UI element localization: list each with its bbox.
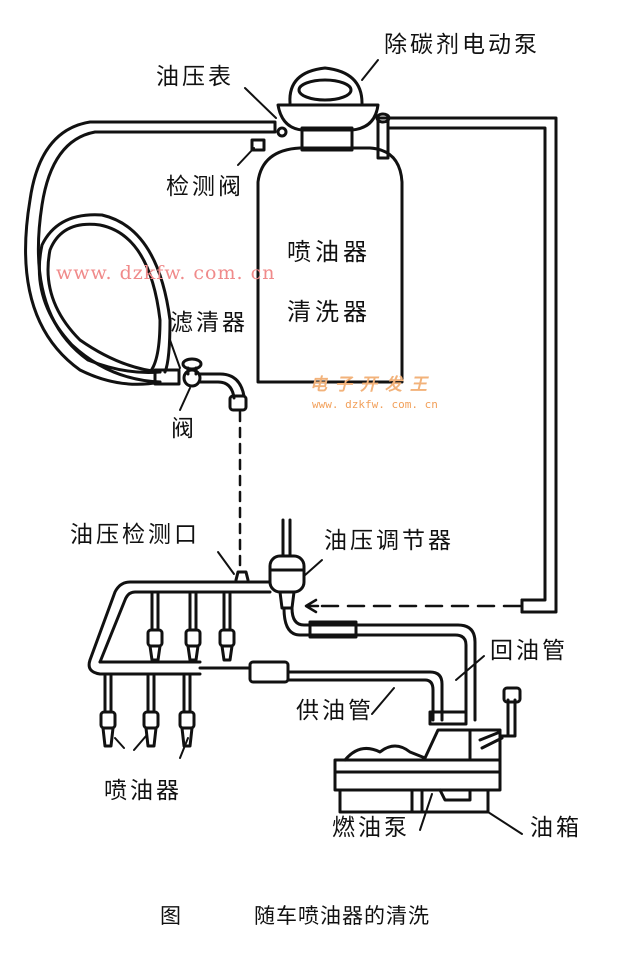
watermark-url-small: www. dzkfw. com. cn <box>312 398 438 411</box>
label-check-valve: 检测阀 <box>166 174 244 200</box>
label-injectors: 喷油器 <box>104 778 182 804</box>
return-pipe-upper <box>386 116 558 614</box>
leader-lines <box>114 59 523 835</box>
return-line <box>282 606 477 722</box>
injector <box>142 674 160 748</box>
injector <box>218 592 236 662</box>
label-valve: 阀 <box>171 416 197 442</box>
fuel-tank <box>333 744 502 814</box>
fuel-rail <box>87 570 272 676</box>
pressure-gauge <box>256 120 288 138</box>
fuel-pump <box>423 686 522 802</box>
pressure-regulator <box>268 518 306 610</box>
label-pump: 除碳剂电动泵 <box>384 32 540 58</box>
supply-line <box>198 660 468 726</box>
injectors-lower <box>99 674 196 748</box>
valve <box>181 357 203 388</box>
label-supply-line: 供油管 <box>296 698 374 724</box>
figure-prefix: 图 <box>160 904 181 928</box>
label-filter: 滤清器 <box>170 310 248 336</box>
label-test-port: 油压检测口 <box>70 522 200 548</box>
cleaner-hose <box>24 120 260 386</box>
label-fuel-pump: 燃油泵 <box>332 815 410 841</box>
figure-title: 随车喷油器的清洗 <box>254 904 430 928</box>
label-regulator: 油压调节器 <box>324 528 454 554</box>
check-valve <box>250 138 266 152</box>
injector <box>146 592 164 662</box>
cleaner-tank <box>256 66 404 384</box>
filter <box>153 368 181 386</box>
label-gauge: 油压表 <box>156 64 234 90</box>
injectors-upper <box>146 592 236 662</box>
arrow-head <box>304 598 320 614</box>
injector <box>99 674 117 748</box>
injector <box>184 592 202 662</box>
watermark-url-large: www. dzkfw. com. cn <box>56 262 276 284</box>
label-fuel-tank: 油箱 <box>530 815 582 841</box>
label-cleaner-line1: 喷油器 <box>287 238 371 266</box>
injector <box>178 674 196 748</box>
watermark-brand: 电子开发王 <box>310 375 435 395</box>
label-return-line: 回油管 <box>490 638 568 664</box>
label-cleaner-line2: 清洗器 <box>287 298 371 326</box>
valve-outlet-pipe <box>198 372 248 412</box>
